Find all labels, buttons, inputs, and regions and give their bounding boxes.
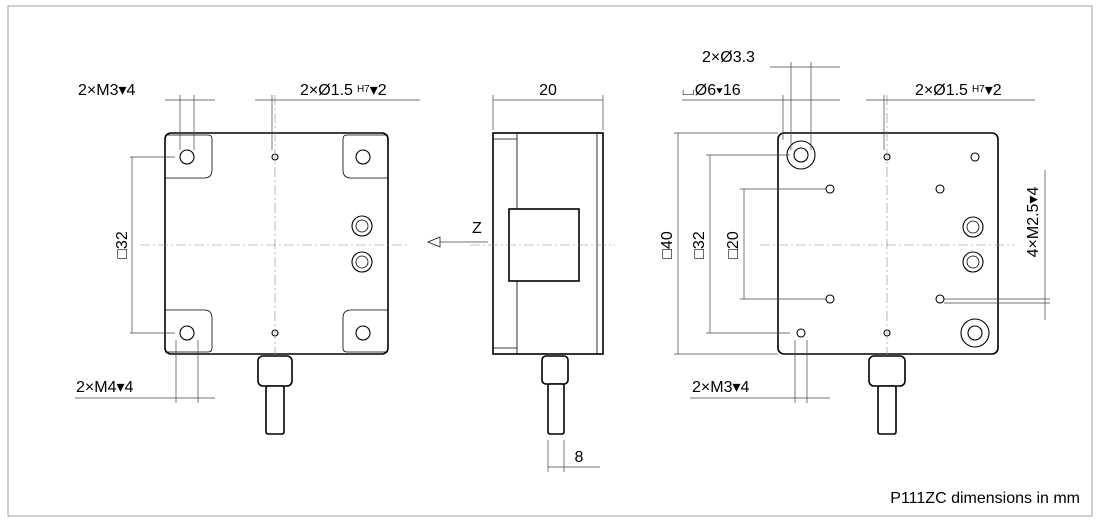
hex-screw bbox=[351, 215, 373, 237]
hex-screw-inner bbox=[966, 220, 980, 234]
label-m25: 4×M2.5▾4 bbox=[1025, 187, 1042, 258]
rear-body bbox=[777, 132, 999, 355]
drawing-frame bbox=[7, 5, 1093, 517]
hex-screw bbox=[962, 251, 984, 273]
corner-pocket bbox=[342, 309, 388, 353]
front-view bbox=[75, 95, 420, 435]
cable bbox=[547, 383, 565, 435]
hex-screw-inner bbox=[355, 255, 369, 269]
side-view bbox=[427, 95, 615, 472]
label-cable-8: 8 bbox=[575, 449, 584, 466]
label-counterbore: ⌴Ø6▾16 bbox=[682, 82, 741, 99]
label-m3-right: 2×M3▾4 bbox=[692, 379, 750, 396]
front-body bbox=[164, 132, 389, 355]
label-width-20: 20 bbox=[539, 82, 557, 99]
through-hole bbox=[793, 147, 809, 163]
through-hole bbox=[967, 325, 983, 341]
z-axis-arrow bbox=[427, 236, 441, 248]
cable-gland bbox=[541, 355, 569, 385]
m25-hole bbox=[825, 294, 835, 304]
corner-pocket bbox=[342, 134, 388, 179]
hex-screw-inner bbox=[966, 255, 980, 269]
label-hole-33: 2×Ø3.3 bbox=[702, 49, 755, 66]
m25-hole bbox=[935, 294, 945, 304]
m25-hole bbox=[935, 184, 945, 194]
corner-pocket bbox=[165, 134, 213, 179]
mounting-hole bbox=[179, 325, 195, 341]
label-square-40: □40 bbox=[659, 231, 676, 259]
cable bbox=[265, 385, 285, 435]
cable bbox=[877, 385, 897, 435]
hex-screw-inner bbox=[355, 219, 369, 233]
label-square-32-right: □32 bbox=[691, 231, 708, 259]
label-square-20: □20 bbox=[725, 231, 742, 259]
hex-screw bbox=[962, 216, 984, 238]
corner-pocket bbox=[165, 309, 213, 353]
drawing-caption: P111ZC dimensions in mm bbox=[890, 490, 1080, 507]
mounting-hole bbox=[355, 325, 371, 341]
hex-screw bbox=[351, 251, 373, 273]
cable-gland bbox=[868, 355, 906, 387]
label-z-axis: Z bbox=[472, 220, 482, 237]
label-m4-left: 2×M4▾4 bbox=[76, 379, 134, 396]
rear-view bbox=[674, 62, 1050, 435]
mounting-hole bbox=[355, 149, 371, 165]
label-square-32-left: □32 bbox=[114, 231, 131, 259]
cable-gland bbox=[257, 355, 293, 387]
m3-hole bbox=[796, 328, 806, 338]
m25-hole bbox=[825, 184, 835, 194]
m3-hole bbox=[970, 152, 980, 162]
mounting-hole bbox=[179, 149, 195, 165]
label-m3-left: 2×M3▾4 bbox=[78, 82, 136, 99]
